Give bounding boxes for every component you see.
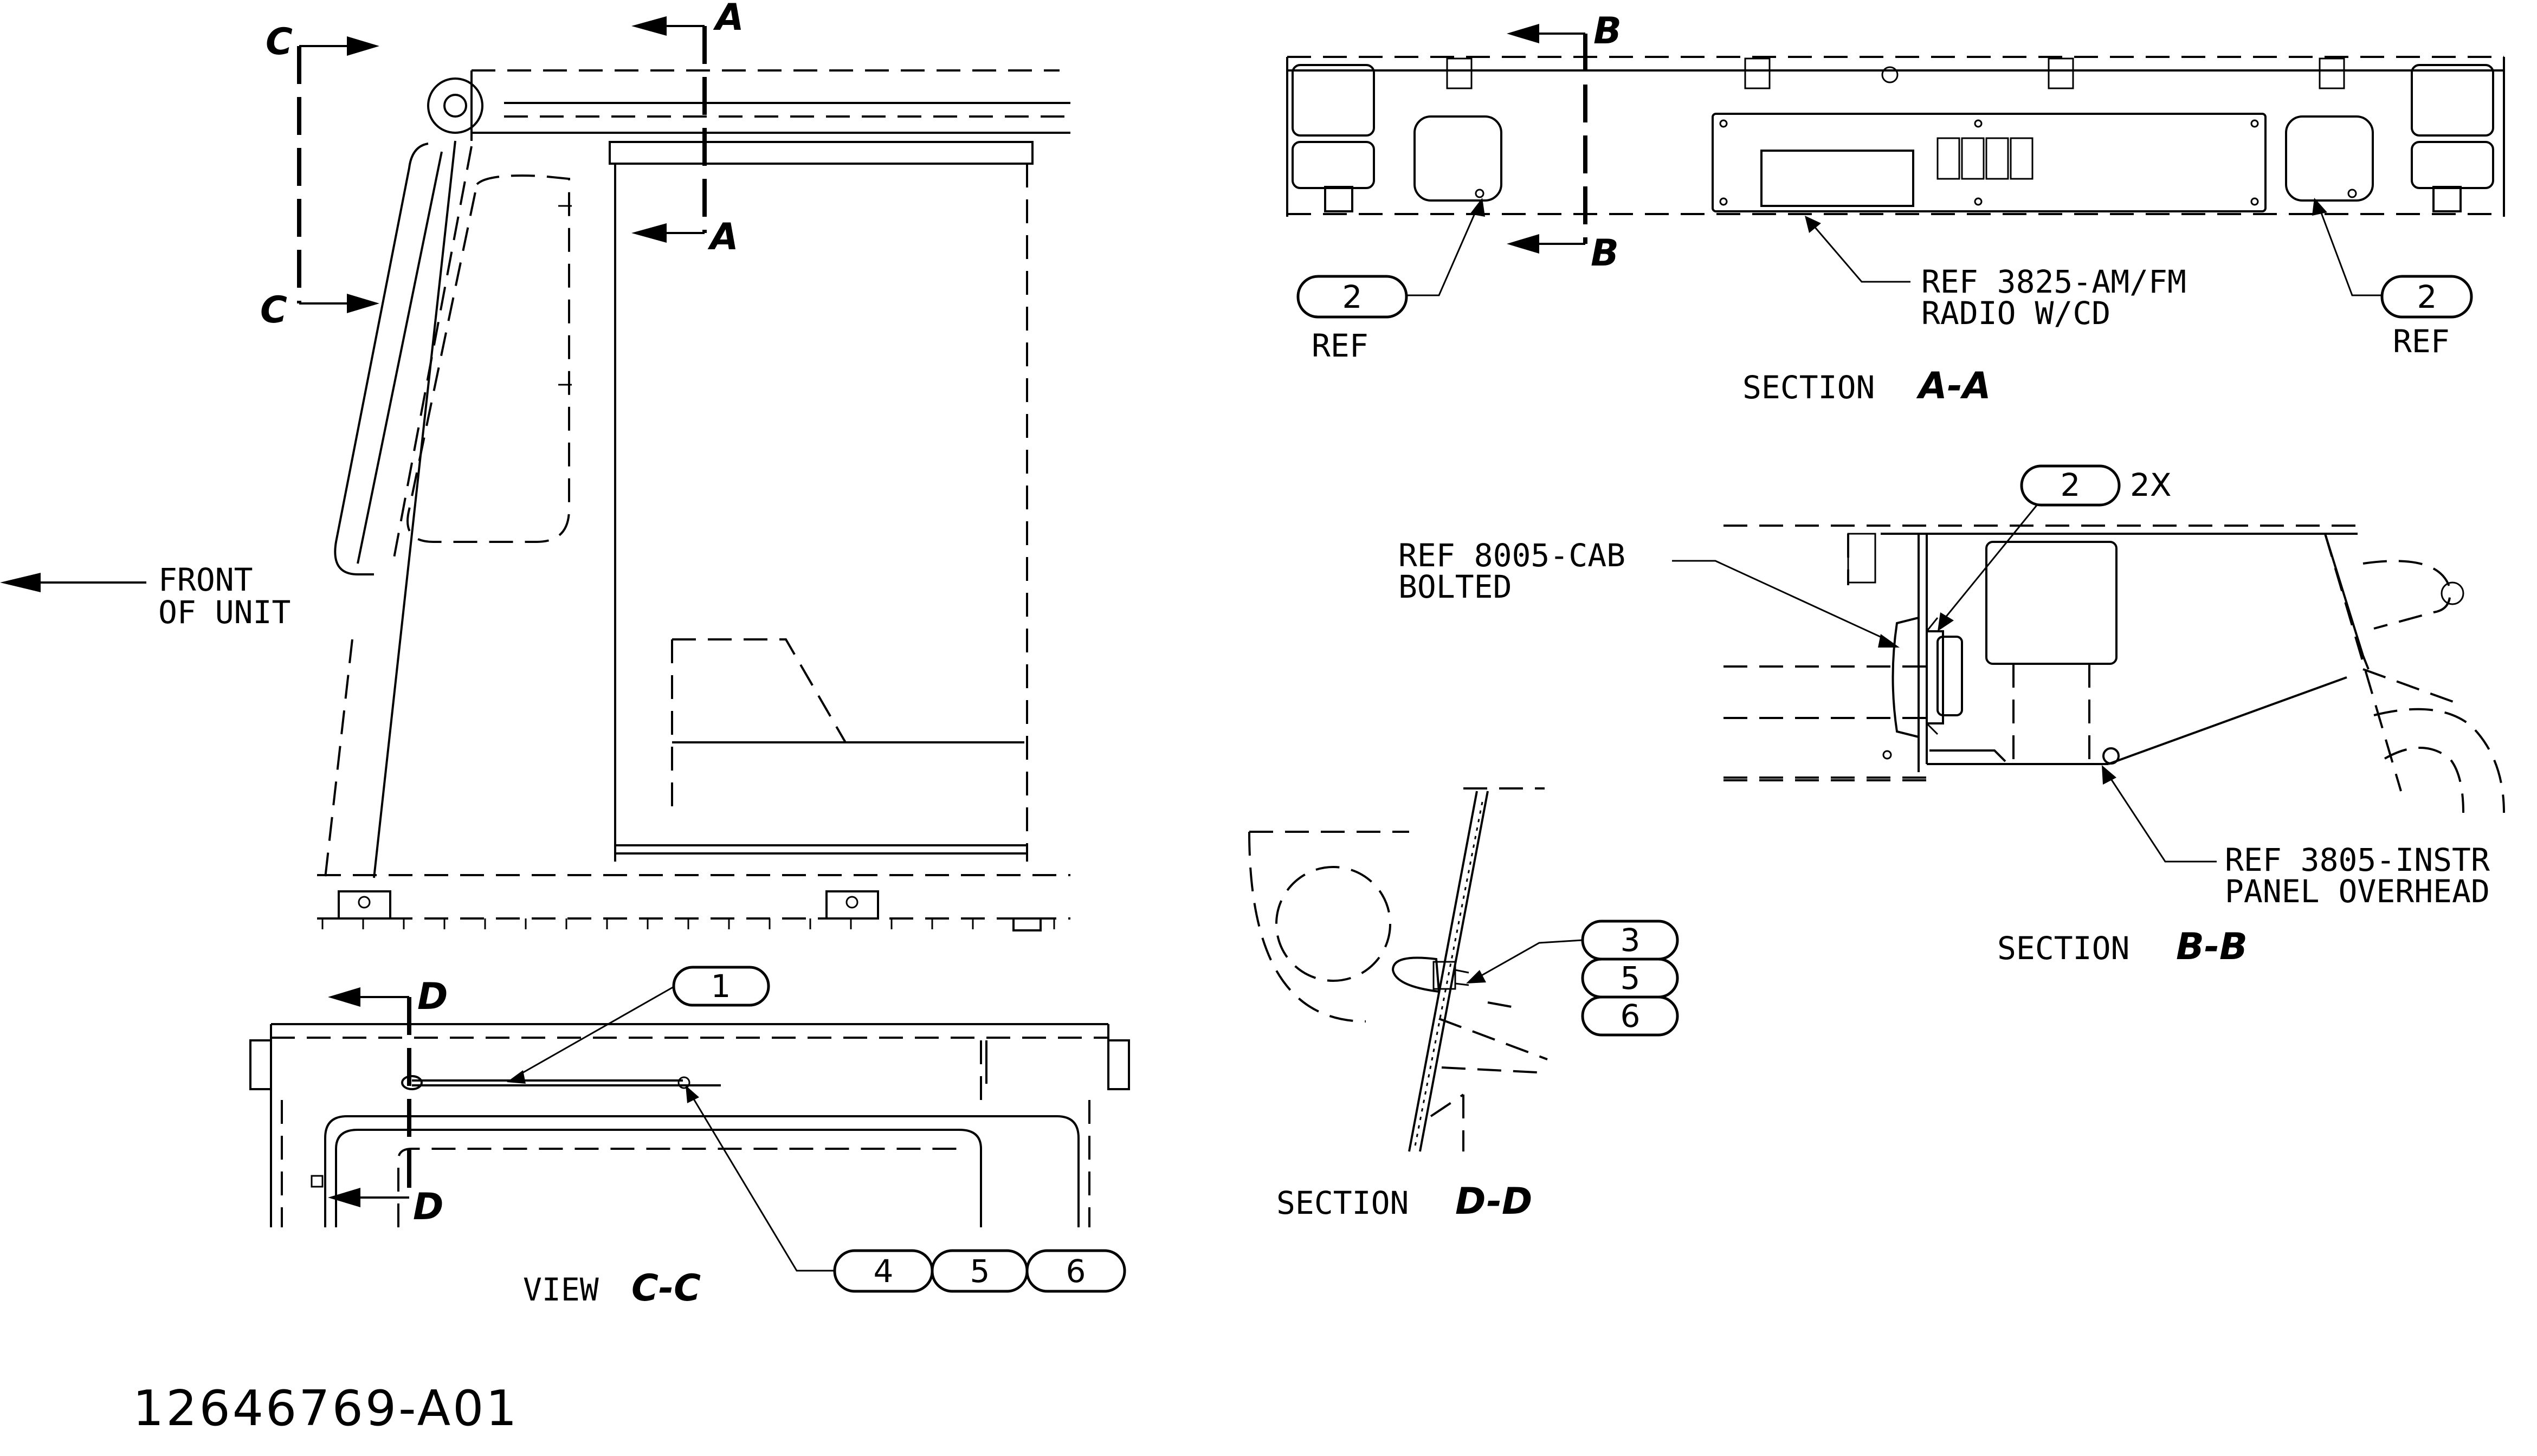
section-d-caption-letters: D-D xyxy=(1455,1180,1532,1223)
section-d-caption-prefix: SECTION xyxy=(1276,1185,1409,1221)
section-d-callouts: 3 5 6 SECTION D-D xyxy=(1276,920,1679,1223)
balloon-2-left xyxy=(1296,275,1408,319)
front-of-unit-indicator: FRONT OF UNIT xyxy=(0,561,291,631)
cab-note-line2: BOLTED xyxy=(1398,568,1512,605)
front-label-line1: FRONT xyxy=(158,561,253,598)
instr-note-line1: REF 3805-INSTR xyxy=(2225,842,2490,878)
hinge-eye xyxy=(427,77,483,134)
cut-line-a: A A xyxy=(631,0,744,258)
cut-letter-c-bottom: C xyxy=(260,289,287,332)
ref-left-label: REF xyxy=(1312,327,1368,364)
balloon-5-section-d-text: 5 xyxy=(1621,960,1641,996)
balloon-2-section-b xyxy=(2020,464,2121,507)
balloon-2-left-text: 2 xyxy=(1342,279,1363,315)
cut-letter-a-bottom: A xyxy=(707,216,739,258)
cab-side-view xyxy=(317,69,1070,931)
cut-letter-d-bottom: D xyxy=(413,1186,443,1228)
balloon-3-section-d-text: 3 xyxy=(1621,922,1641,959)
instr-note-line2: PANEL OVERHEAD xyxy=(2225,873,2490,910)
view-c-callouts: 1 4 5 6 VIEW C-C xyxy=(507,966,1126,1310)
balloon-6-section-d-text: 6 xyxy=(1621,998,1641,1034)
cut-letter-a-top: A xyxy=(713,0,744,39)
cab-note-line1: REF 8005-CAB xyxy=(1398,537,1625,574)
cut-line-c: C C xyxy=(260,21,379,332)
radio-note-line1: REF 3825-AM/FM xyxy=(1921,263,2186,300)
cut-line-b: B B xyxy=(1507,10,1622,275)
ref-right-label: REF xyxy=(2393,323,2450,360)
section-b-callouts: 2 2X REF 8005-CAB BOLTED REF 3805-INSTR … xyxy=(1398,464,2490,968)
balloon-6-section-d xyxy=(1581,995,1679,1037)
view-c-caption-letters: C-C xyxy=(631,1267,701,1310)
view-c-caption-prefix: VIEW xyxy=(523,1271,599,1308)
section-b-caption-letters: B-B xyxy=(2176,926,2248,968)
cut-letter-d-top: D xyxy=(417,975,448,1018)
section-b-caption-prefix: SECTION xyxy=(1997,930,2129,967)
balloon-1-text: 1 xyxy=(711,968,731,1005)
cut-line-d: D D xyxy=(328,975,448,1228)
balloon-2-section-b-text: 2 xyxy=(2061,467,2081,503)
front-label-line2: OF UNIT xyxy=(158,594,291,631)
section-a-caption-prefix: SECTION xyxy=(1742,369,1875,406)
cut-letter-b-bottom: B xyxy=(1591,232,1619,275)
balloon-6-view-c-text: 6 xyxy=(1066,1253,1086,1290)
balloon-2-right xyxy=(2380,275,2473,319)
radio-unit xyxy=(1760,150,1914,207)
balloon-5-view-c-text: 5 xyxy=(970,1253,990,1290)
radio-panel xyxy=(1712,113,2267,212)
section-d-d xyxy=(1248,787,1548,1152)
section-a-caption-letters: A-A xyxy=(1916,365,1991,407)
balloon-2-right-text: 2 xyxy=(2417,279,2437,315)
qty-2x-label: 2X xyxy=(2130,467,2172,503)
section-b-b xyxy=(1723,525,2505,813)
section-a-a xyxy=(1286,56,2505,217)
balloon-6-view-c xyxy=(1025,1249,1126,1293)
speaker-left xyxy=(1413,115,1502,202)
cut-letter-b-top: B xyxy=(1593,10,1622,53)
radio-note-line2: RADIO W/CD xyxy=(1921,295,2110,332)
section-a-callouts: 2 REF 2 REF REF 3825-AM/FM RADIO W/CD SE… xyxy=(1296,198,2473,407)
balloon-4-view-c-text: 4 xyxy=(874,1253,894,1290)
part-number: 12646769-A01 xyxy=(133,1380,519,1437)
cut-letter-c-top: C xyxy=(266,21,293,63)
speaker-right xyxy=(2285,115,2374,202)
